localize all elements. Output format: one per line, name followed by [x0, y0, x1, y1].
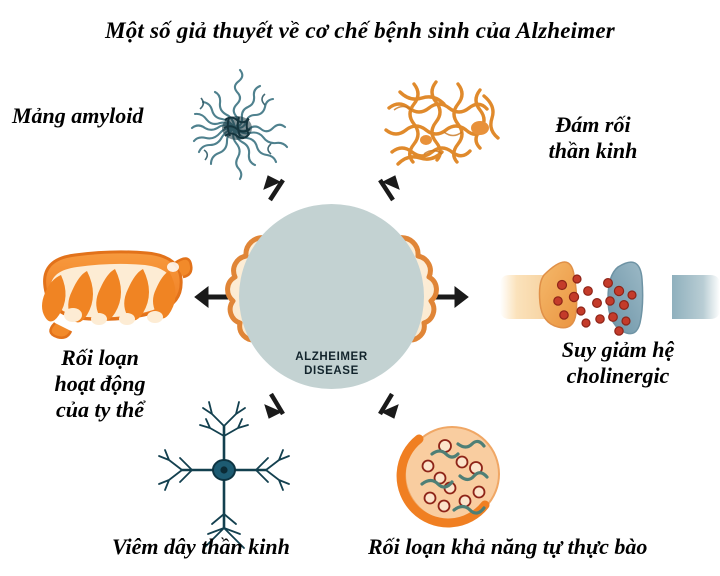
page-title: Một số giả thuyết về cơ chế bệnh sinh củ…: [105, 18, 615, 43]
neuron-microglia-icon: [158, 401, 290, 549]
label-autophagy-impairment: Rối loạn khả năng tự thực bào: [368, 534, 648, 559]
mitochondrion-icon: [42, 250, 193, 339]
center-caption: ALZHEIMER DISEASE: [295, 351, 368, 378]
arrow-right: [435, 285, 469, 309]
arrow-up-right: [378, 175, 400, 202]
label-amyloid-plaque: Mảng amyloid: [12, 103, 144, 128]
label-cholinergic-deficit: Suy giảm hệ cholinergic: [561, 337, 675, 388]
neurofibrillary-tangle-icon: [384, 80, 500, 166]
synapse-icon: [500, 261, 720, 336]
arrow-left: [194, 285, 228, 309]
label-neuroinflammation: Viêm dây thần kinh: [112, 534, 290, 559]
arrow-down-left: [264, 392, 285, 419]
label-neurofibrillary-tangle: Đám rối thần kinh: [548, 112, 638, 163]
center-circle: [239, 204, 424, 389]
autophagosome-icon: [396, 426, 500, 528]
amyloid-plaque-icon: [190, 68, 289, 181]
arrow-up-left: [263, 175, 285, 202]
label-mitochondrial-dysfunction: Rối loạn hoạt động của ty thể: [54, 345, 146, 422]
arrow-down-right: [378, 392, 399, 419]
